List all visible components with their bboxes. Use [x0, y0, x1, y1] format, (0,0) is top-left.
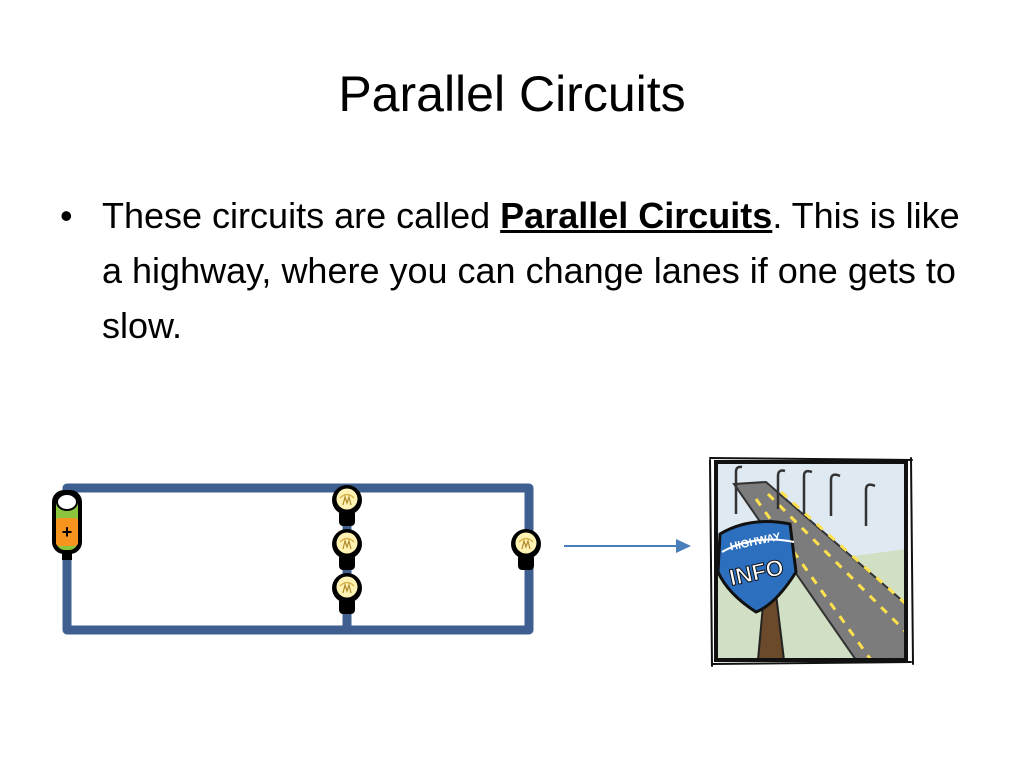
light-bulb-icon — [331, 572, 363, 615]
light-bulb-icon — [510, 528, 542, 571]
bullet-text-intro: These circuits are called — [102, 195, 501, 236]
battery-icon: + — [52, 490, 82, 560]
light-bulb-icon — [331, 528, 363, 571]
arrow-right-icon — [564, 539, 691, 553]
slide-title: Parallel Circuits — [338, 66, 686, 122]
circuit-wires — [62, 483, 534, 635]
svg-text:+: + — [62, 522, 73, 542]
term-parallel-circuits: Parallel Circuits — [500, 195, 773, 236]
bullet-text: These circuits are called Parallel Circu… — [102, 188, 960, 353]
light-bulb-icon — [331, 484, 363, 527]
bullet-item: • These circuits are called Parallel Cir… — [60, 188, 960, 353]
bullet-text-rest: . This is like a highway, where you can … — [102, 195, 960, 346]
bullet-symbol: • — [60, 195, 73, 236]
parallel-circuit-diagram: + — [52, 483, 542, 635]
highway-info-sign-icon: HIGHWAY INFO — [709, 457, 914, 667]
